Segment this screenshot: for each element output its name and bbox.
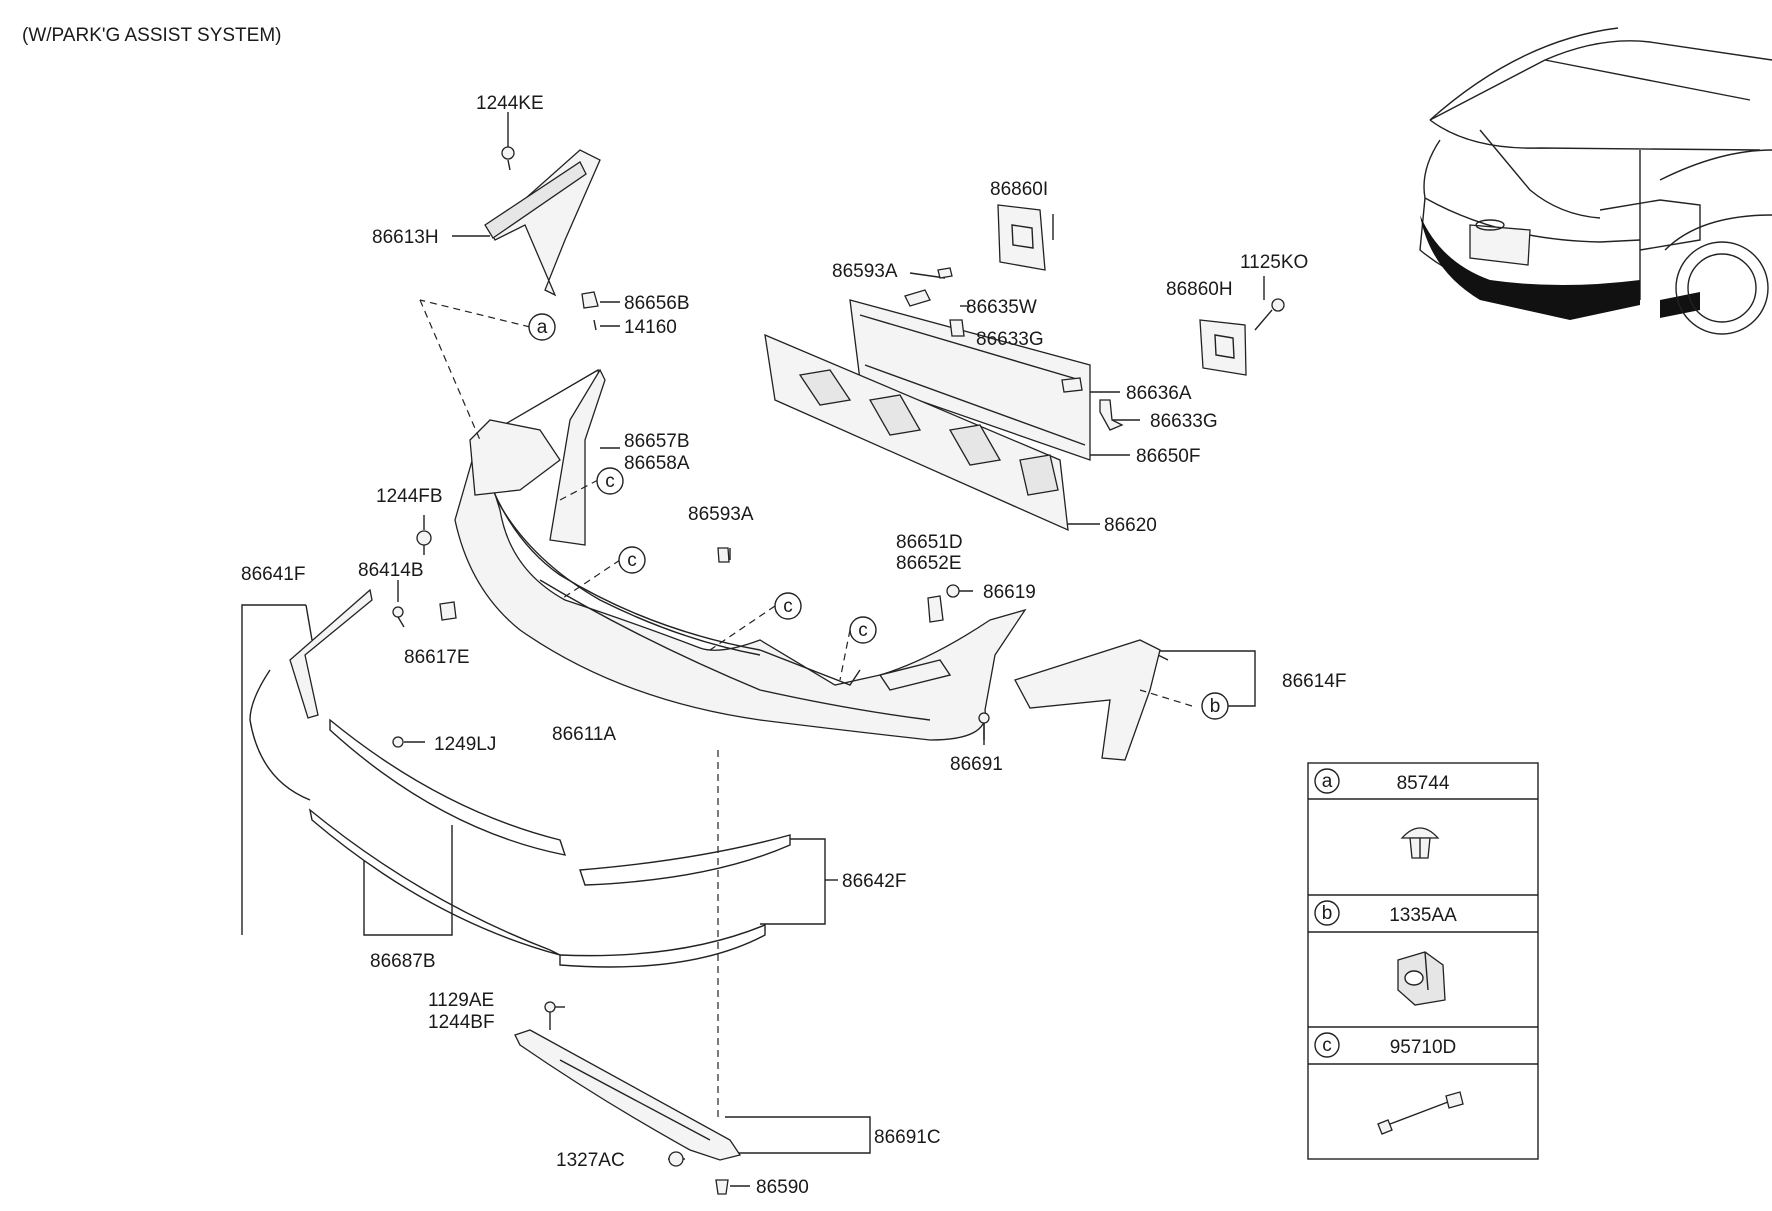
callout-b: b — [1201, 692, 1229, 720]
label-86642F: 86642F — [842, 871, 906, 892]
callout-c-4: c — [849, 616, 877, 644]
bolt-1244KE — [501, 146, 515, 171]
nut-1327AC — [668, 1151, 684, 1167]
label-86652E: 86652E — [896, 553, 962, 574]
label-86611A: 86611A — [552, 724, 616, 745]
clip-1335AA-icon — [1397, 951, 1446, 1006]
callout-a: a — [528, 313, 556, 341]
diagram-title: (W/PARK'G ASSIST SYSTEM) — [22, 25, 281, 46]
label-1129AE: 1129AE — [428, 990, 494, 1011]
washer-86619 — [946, 584, 960, 598]
label-1327AC: 1327AC — [556, 1150, 625, 1171]
label-86687B: 86687B — [370, 951, 436, 972]
label-86593A-lower: 86593A — [688, 504, 754, 525]
legend-part-c: 95710D — [1390, 1037, 1457, 1058]
part-bracket-right-86614F — [1014, 639, 1161, 761]
label-14160: 14160 — [624, 317, 677, 338]
label-86641F: 86641F — [241, 564, 305, 585]
label-1244BF: 1244BF — [428, 1012, 495, 1033]
legend-part-a: 85744 — [1397, 773, 1450, 794]
svg-text:c: c — [627, 550, 637, 571]
sensor-bracket-86860H — [1199, 319, 1247, 376]
label-86620: 86620 — [1104, 515, 1157, 536]
svg-text:c: c — [1322, 1035, 1332, 1056]
label-86650F: 86650F — [1136, 446, 1200, 467]
part-bracket-left-upper — [484, 149, 601, 297]
label-86651D: 86651D — [896, 532, 963, 553]
label-1125KO: 1125KO — [1240, 252, 1308, 273]
part-under-cover-86691C — [514, 1029, 742, 1161]
label-86414B: 86414B — [358, 560, 424, 581]
harness-95710D-icon — [1377, 1091, 1464, 1135]
label-86658A: 86658A — [624, 453, 690, 474]
part-bumper-cover-86611A — [454, 368, 1027, 741]
clip-86590 — [715, 1179, 729, 1195]
bracket-86617E — [439, 601, 457, 621]
label-86860H: 86860H — [1166, 279, 1233, 300]
svg-text:a: a — [1322, 771, 1333, 792]
label-86656B: 86656B — [624, 293, 690, 314]
label-86691C: 86691C — [874, 1127, 941, 1148]
vehicle-thumbnail — [1419, 27, 1772, 335]
label-86613H: 86613H — [372, 227, 439, 248]
svg-text:b: b — [1210, 696, 1221, 717]
legend-table: a 85744 b 1335AA c 95710D — [1307, 762, 1539, 1160]
clip-1249LJ — [392, 736, 404, 748]
label-86633G-lower: 86633G — [1150, 411, 1218, 432]
svg-text:c: c — [858, 620, 868, 641]
clip-86593A-upper — [937, 267, 953, 279]
legend-row-b: b 1335AA — [1314, 900, 1457, 1006]
part-lower-moulding-86641F — [249, 588, 373, 801]
svg-text:c: c — [783, 596, 793, 617]
bolt-1244FB — [416, 530, 432, 555]
svg-text:a: a — [537, 317, 548, 338]
part-beam-86620 — [764, 333, 1069, 532]
callout-c-1: c — [596, 467, 624, 495]
bolt-1129AE — [544, 1001, 556, 1030]
clip-86633G — [949, 319, 1124, 431]
part-lower-garnish-86642F — [559, 834, 791, 968]
clip-86635W — [904, 289, 931, 307]
sensor-bracket-86860I — [997, 204, 1046, 271]
legend-row-c: c 95710D — [1314, 1032, 1464, 1135]
clip-86636A — [1061, 377, 1083, 393]
part-absorber-86650F — [849, 299, 1091, 461]
clip-85744-icon — [1400, 827, 1440, 859]
label-86617E: 86617E — [404, 647, 470, 668]
dashed-leader-lines — [419, 299, 1193, 1120]
label-86860I: 86860I — [990, 179, 1048, 200]
screw-86691 — [978, 712, 990, 740]
callout-c-3: c — [774, 592, 802, 620]
clip-86656B — [581, 291, 599, 309]
label-86636A: 86636A — [1126, 383, 1192, 404]
label-86619: 86619 — [983, 582, 1036, 603]
clip-86593A — [717, 547, 730, 563]
label-1244FB: 1244FB — [376, 486, 443, 507]
label-86657B: 86657B — [624, 431, 690, 452]
label-86590: 86590 — [756, 1177, 809, 1198]
part-lower-garnish-86687B — [308, 718, 567, 956]
leader-lines — [241, 112, 1265, 1187]
callout-c-2: c — [618, 546, 646, 574]
bolt-86414B — [392, 606, 405, 628]
label-86614F: 86614F — [1282, 671, 1346, 692]
part-cover-side-left — [469, 368, 606, 546]
legend-part-b: 1335AA — [1389, 905, 1457, 926]
screw-14160 — [593, 319, 597, 331]
label-86691: 86691 — [950, 754, 1003, 775]
svg-text:b: b — [1322, 903, 1333, 924]
label-1244KE: 1244KE — [476, 93, 544, 114]
bolt-1125KO — [1254, 298, 1285, 331]
legend-row-a: a 85744 — [1314, 768, 1450, 859]
label-86635W: 86635W — [966, 297, 1037, 318]
label-1249LJ: 1249LJ — [434, 734, 496, 755]
label-86593A-upper: 86593A — [832, 261, 898, 282]
part-labels: 1244KE 86613H 86656B 14160 86657B 86658A… — [241, 93, 1346, 1198]
clip-86651D — [927, 595, 944, 623]
svg-text:c: c — [605, 471, 615, 492]
label-86633G-upper: 86633G — [976, 329, 1044, 350]
